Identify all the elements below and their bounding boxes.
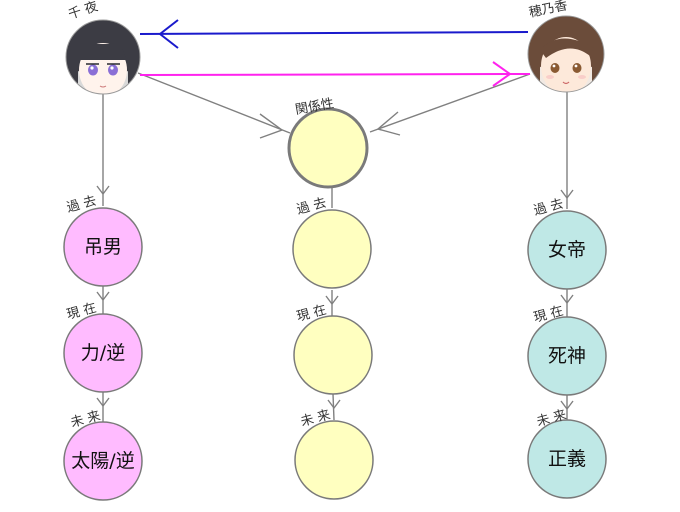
arrow-left-past	[96, 185, 110, 196]
connectors	[96, 72, 574, 422]
arrow-right-present	[560, 294, 574, 305]
relation-label: 関係性	[294, 96, 335, 118]
line-right-to-relation	[369, 73, 531, 133]
line-left-to-relation	[137, 72, 291, 134]
right-person-portrait	[527, 15, 605, 93]
right-past-card: 女帝	[548, 239, 586, 261]
magenta-arrow	[139, 61, 531, 87]
arrow-right-past	[560, 189, 574, 200]
arrow-center-present	[325, 295, 339, 306]
arrow-right-to-relation	[376, 111, 401, 136]
arrow-left-to-relation	[259, 113, 284, 139]
right-present-node	[527, 316, 607, 396]
right-past-node	[527, 210, 607, 290]
left-present-node	[63, 313, 143, 393]
right-present-card: 死神	[548, 345, 586, 367]
left-past-card: 吊男	[84, 236, 122, 258]
left-future-node	[63, 421, 143, 501]
center-future-node	[294, 420, 374, 500]
right-future-node	[527, 419, 607, 499]
arrow-left-future	[96, 397, 110, 408]
left-future-card: 太陽/逆	[71, 450, 134, 472]
blue-arrow	[139, 19, 529, 49]
left-person-name: 千 夜	[67, 0, 100, 23]
center-past-node	[292, 209, 372, 289]
center-present-node	[293, 315, 373, 395]
arrow-center-future	[327, 399, 341, 410]
left-present-card: 力/逆	[81, 342, 125, 364]
arrow-right-future	[560, 400, 574, 411]
relation-node	[287, 107, 369, 189]
right-future-card: 正義	[548, 448, 586, 470]
arrow-left-present	[96, 291, 110, 302]
left-past-node	[63, 207, 143, 287]
